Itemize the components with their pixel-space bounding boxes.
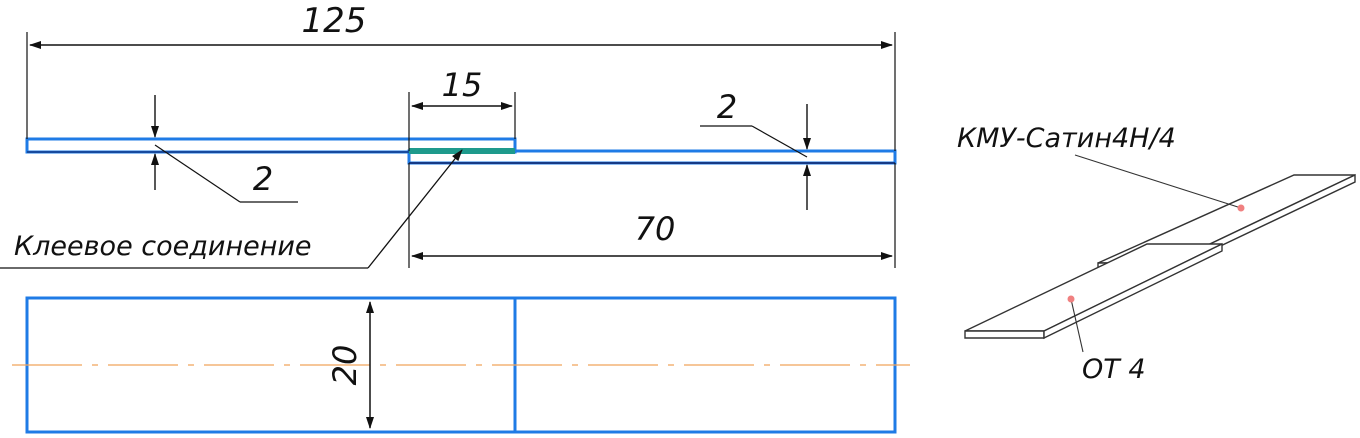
dimension-70-text: 70 (635, 210, 676, 248)
adhesive-joint-label: Клеевое соединение (14, 231, 312, 262)
right-thickness-text: 2 (717, 88, 737, 126)
iso-lower-strip-top (964, 243, 1223, 332)
dimension-125-text: 125 (302, 1, 367, 41)
iso-lower-strip-front (964, 330, 1045, 339)
dimension-15: 15 (408, 66, 516, 151)
composite-material-label: КМУ-Сатин4Н/4 (957, 123, 1176, 154)
dimension-125: 125 (26, 1, 896, 151)
dimension-15-text: 15 (442, 66, 483, 104)
metal-material-label: ОТ 4 (1082, 354, 1146, 385)
dimension-left-thickness: 2 (151, 95, 298, 203)
adhesive-joint-callout: Клеевое соединение (0, 149, 463, 269)
dimension-20: 20 (326, 301, 374, 429)
dimension-70: 70 (408, 163, 896, 268)
metal-marker (1067, 295, 1075, 303)
dimension-right-thickness: 2 (700, 88, 811, 210)
left-thickness-text: 2 (253, 160, 273, 198)
isometric-view: КМУ-Сатин4Н/4 ОТ 4 (957, 123, 1356, 385)
iso-lower-strip-side (1043, 242, 1223, 340)
dimension-20-text: 20 (326, 345, 364, 386)
top-view (12, 296, 910, 434)
composite-marker (1237, 204, 1245, 212)
